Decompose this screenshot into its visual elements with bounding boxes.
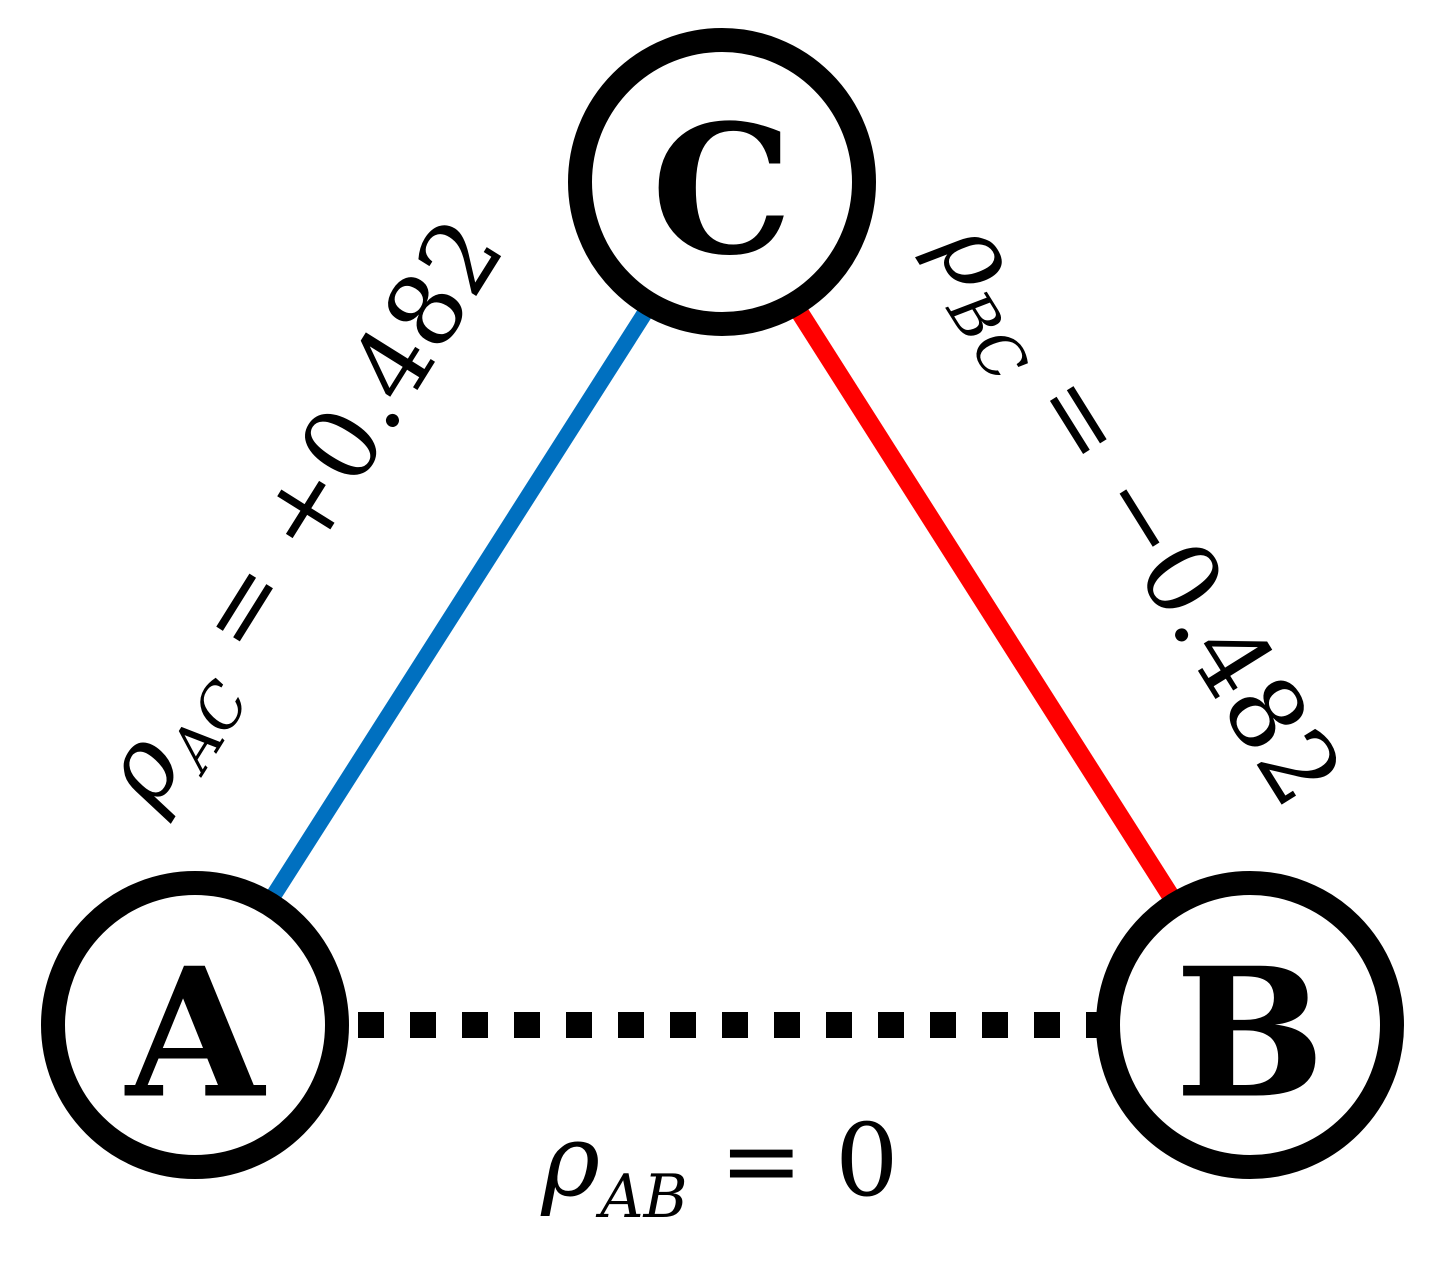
- node-a-label: A: [124, 929, 267, 1138]
- edge-label-bc: ρBC = −0.482: [901, 197, 1365, 833]
- node-b: B: [1096, 871, 1404, 1179]
- node-a: A: [41, 871, 349, 1179]
- edge-label-ac: ρAC = +0.482: [74, 199, 537, 833]
- edge-bc: [787, 300, 1180, 903]
- edge-ac: [265, 300, 657, 903]
- node-c-label: C: [651, 86, 793, 295]
- node-c: C: [568, 28, 876, 336]
- edge-label-ab: ρAB = 0: [540, 1102, 898, 1232]
- node-b-label: B: [1175, 929, 1325, 1138]
